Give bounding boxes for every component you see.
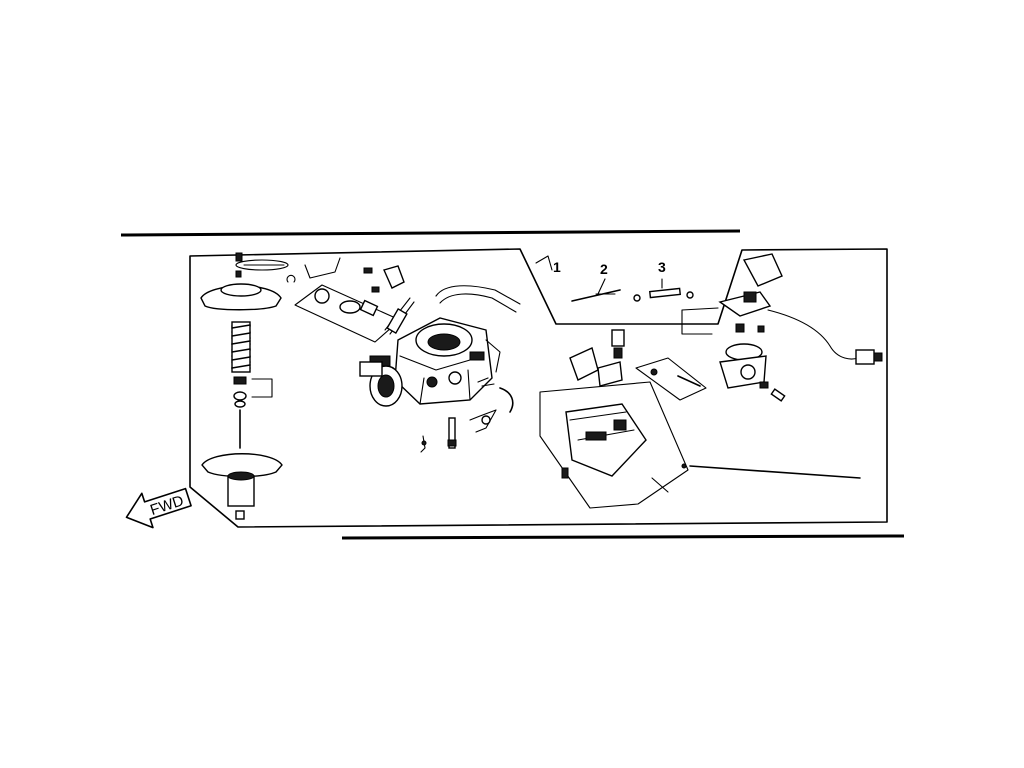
fwd-direction-arrow: FWD <box>125 487 192 529</box>
callout-group: 1 2 3 <box>535 255 694 302</box>
diagram-frame <box>189 248 888 528</box>
fwd-label: FWD <box>148 492 186 519</box>
float-and-bracket <box>569 329 707 401</box>
carburetor-body <box>359 285 521 407</box>
callout-2: 2 <box>600 261 608 277</box>
callout-1: 1 <box>553 259 561 275</box>
drain-rod <box>689 465 861 479</box>
vent-hose-elbow <box>499 387 514 413</box>
bottom-rule <box>341 534 905 540</box>
linkage-parts-strip <box>286 257 415 343</box>
callout-3: 3 <box>658 259 666 275</box>
top-rule <box>120 229 741 237</box>
slide-diaphragm-assembly <box>200 252 289 520</box>
auto-choke-assembly <box>681 253 883 402</box>
float-bowl-group <box>539 381 689 509</box>
jets-and-screws <box>420 409 497 453</box>
